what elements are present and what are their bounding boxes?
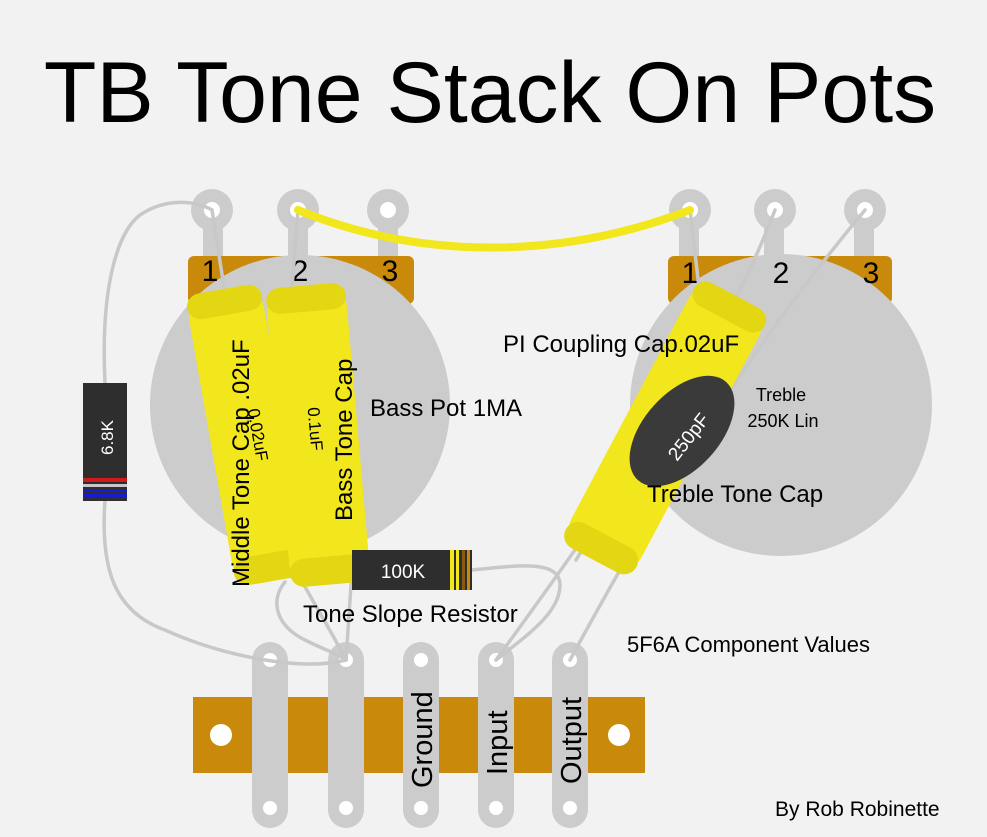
mounting-hole — [608, 724, 630, 746]
wire-slope-resistor-left — [344, 568, 354, 662]
treble-pot-lug-number: 3 — [863, 257, 880, 290]
treble-pot-lug-number: 2 — [773, 257, 790, 290]
bass-pot-lug-number: 1 — [202, 255, 219, 288]
coupling-cap-label: PI Coupling Cap.02uF — [503, 331, 739, 358]
jumper-wire-bass-to-treble — [294, 206, 694, 252]
ground-lug-label: Ground — [407, 691, 439, 788]
wire-68k-to-terminal — [102, 498, 348, 666]
wire-middle-cap-lower — [275, 580, 348, 662]
wire-coupling-cap-to-treble-lug1 — [688, 208, 702, 298]
bass-cap-label: Bass Tone Cap — [331, 359, 358, 521]
terminal-strip: Ground Input Output — [193, 642, 645, 828]
bass-pot-lug-number: 3 — [382, 255, 399, 288]
slope-resistor[interactable]: 100K — [352, 550, 472, 590]
middle-cap-label: Middle Tone Cap .02uF — [228, 339, 255, 587]
terminal-lug-ground[interactable] — [403, 642, 439, 828]
treble-pot-label-line1: Treble — [756, 385, 806, 405]
treble-cap-label: Treble Tone Cap — [647, 481, 823, 508]
output-lug-label: Output — [556, 697, 588, 784]
wire-middle-cap-upper — [210, 208, 228, 302]
page-title: TB Tone Stack On Pots — [44, 45, 936, 141]
mounting-hole — [210, 724, 232, 746]
terminal-lug-1[interactable] — [252, 642, 288, 828]
terminal-lug-2[interactable] — [328, 642, 364, 828]
wire-slope-resistor-right — [470, 564, 562, 662]
bass-tone-cap[interactable]: 0.1uF — [265, 282, 371, 588]
resistor-68k[interactable]: 6.8K — [83, 383, 127, 501]
values-note: 5F6A Component Values — [627, 632, 870, 657]
treble-pot-label-line2: 250K Lin — [747, 411, 818, 431]
treble-pot-lug-number: 1 — [682, 257, 699, 290]
bass-pot-lug-number: 2 — [292, 255, 309, 288]
resistor-68k-value: 6.8K — [98, 419, 117, 455]
wire-bass-cap-upper — [290, 208, 300, 290]
author-credit: By Rob Robinette — [775, 798, 940, 821]
slope-resistor-label: Tone Slope Resistor — [303, 601, 518, 628]
bass-pot-label: Bass Pot 1MA — [370, 395, 522, 422]
wire-bass-cap-lower — [298, 576, 348, 662]
bass-pot-lug-3[interactable] — [367, 189, 409, 231]
slope-resistor-value: 100K — [381, 562, 426, 583]
bass-cap-body-value: 0.1uF — [304, 406, 327, 451]
wire-68k-to-bass-lug1 — [102, 200, 214, 385]
input-lug-label: Input — [482, 711, 514, 776]
